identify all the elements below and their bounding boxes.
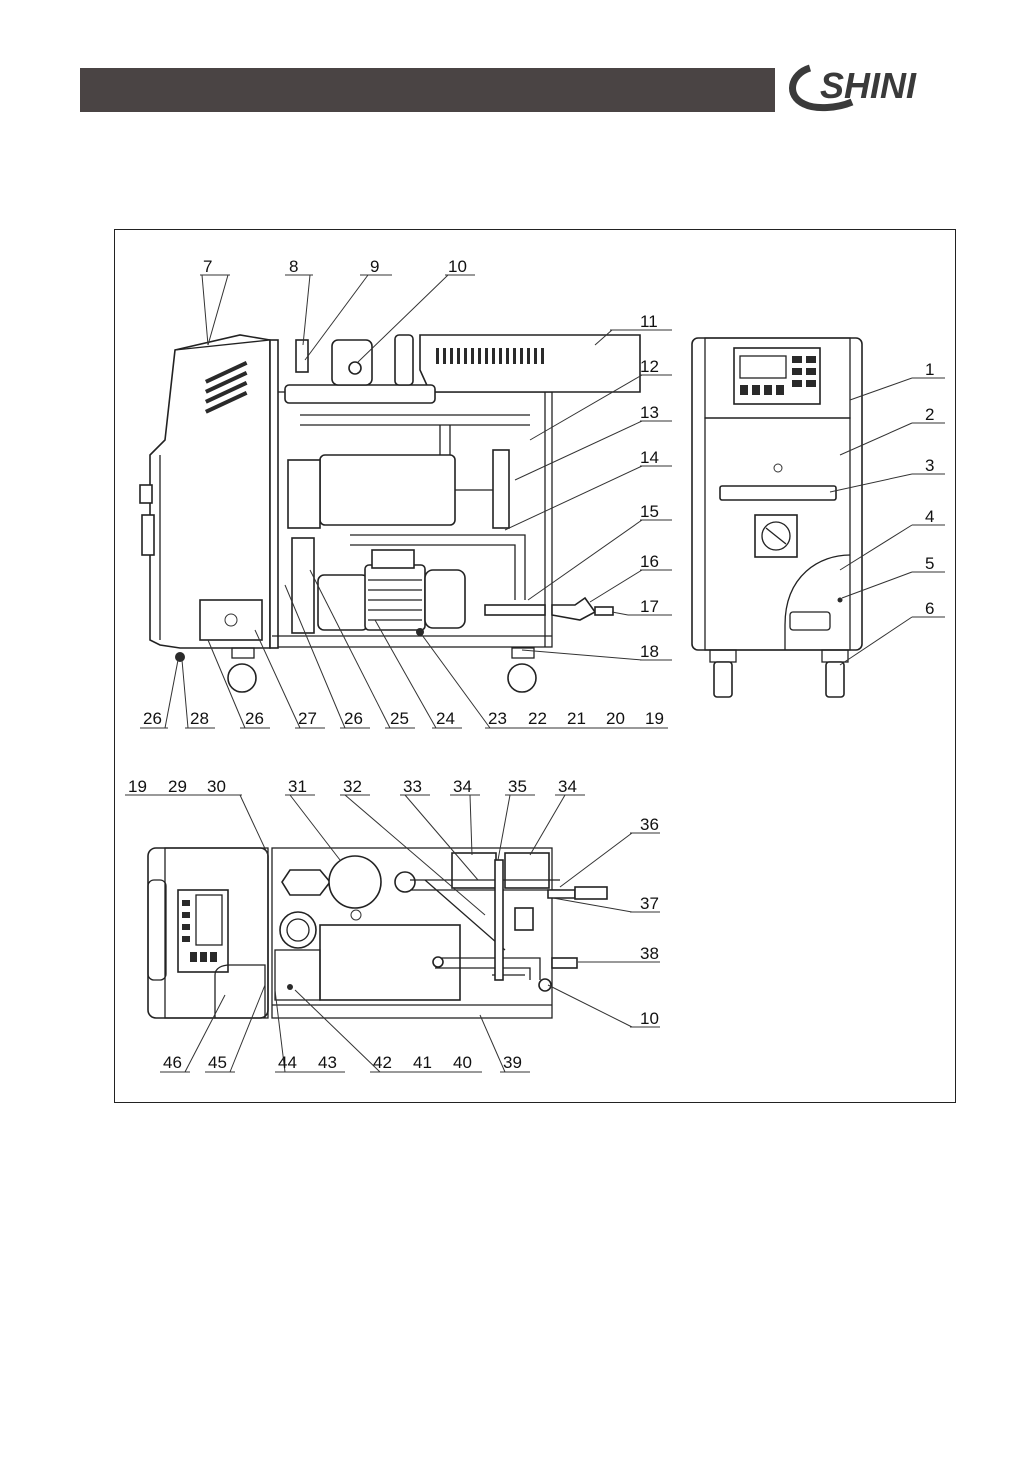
callout-31: 31 <box>288 777 307 796</box>
callout-15: 15 <box>640 502 659 521</box>
callout-6: 6 <box>925 599 934 618</box>
callout-26: 26 <box>344 709 363 728</box>
callout-37: 37 <box>640 894 659 913</box>
callout-19: 19 <box>128 777 147 796</box>
callout-19: 19 <box>645 709 664 728</box>
top-view <box>148 848 607 1018</box>
callout-10: 10 <box>640 1009 659 1028</box>
callout-29: 29 <box>168 777 187 796</box>
callout-18: 18 <box>640 642 659 661</box>
callout-36: 36 <box>640 815 659 834</box>
callout-22: 22 <box>528 709 547 728</box>
callout-26: 26 <box>245 709 264 728</box>
callout-27: 27 <box>298 709 317 728</box>
callout-20: 20 <box>606 709 625 728</box>
callout-24: 24 <box>436 709 455 728</box>
callout-7: 7 <box>203 257 212 276</box>
callout-14: 14 <box>640 448 659 467</box>
callout-2: 2 <box>925 405 934 424</box>
callout-26: 26 <box>143 709 162 728</box>
callout-39: 39 <box>503 1053 522 1072</box>
front-view <box>692 338 862 697</box>
callout-11: 11 <box>640 312 658 331</box>
callout-32: 32 <box>343 777 362 796</box>
callout-38: 38 <box>640 944 659 963</box>
callout-42: 42 <box>373 1053 392 1072</box>
callout-1: 1 <box>925 360 934 379</box>
callout-35: 35 <box>508 777 527 796</box>
callout-41: 41 <box>413 1053 432 1072</box>
callout-8: 8 <box>289 257 298 276</box>
callout-13: 13 <box>640 403 659 422</box>
callout-43: 43 <box>318 1053 337 1072</box>
callout-46: 46 <box>163 1053 182 1072</box>
callout-3: 3 <box>925 456 934 475</box>
callout-30: 30 <box>207 777 226 796</box>
callout-45: 45 <box>208 1053 227 1072</box>
callout-28: 28 <box>190 709 209 728</box>
callout-34: 34 <box>453 777 472 796</box>
callout-21: 21 <box>567 709 586 728</box>
callout-10: 10 <box>448 257 467 276</box>
callout-25: 25 <box>390 709 409 728</box>
callout-16: 16 <box>640 552 659 571</box>
callout-17: 17 <box>640 597 659 616</box>
side-view <box>140 335 640 692</box>
callout-33: 33 <box>403 777 422 796</box>
callout-4: 4 <box>925 507 934 526</box>
callout-9: 9 <box>370 257 379 276</box>
callout-12: 12 <box>640 357 659 376</box>
callout-23: 23 <box>488 709 507 728</box>
callout-34: 34 <box>558 777 577 796</box>
callout-40: 40 <box>453 1053 472 1072</box>
callout-44: 44 <box>278 1053 297 1072</box>
callout-5: 5 <box>925 554 934 573</box>
